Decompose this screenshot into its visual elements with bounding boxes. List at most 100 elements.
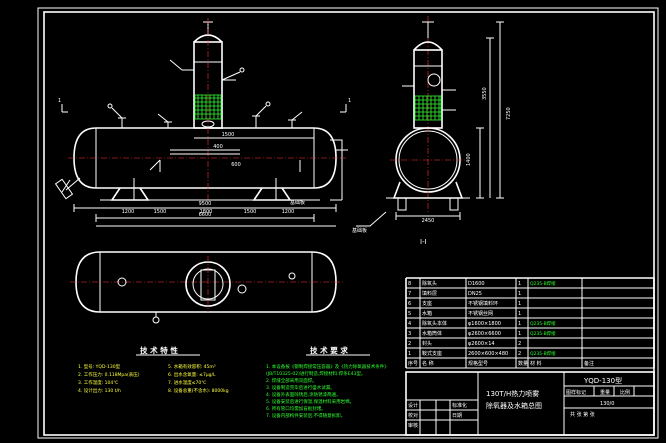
table-header-cell: 规格型号 xyxy=(468,360,488,367)
table-header-cell: 名 称 xyxy=(422,360,434,367)
dim-side-h1: 1400 xyxy=(466,153,472,166)
table-cell: Q235-B焊接 xyxy=(530,280,556,287)
dim-front-top: 1500 xyxy=(222,132,235,138)
tech-spec-item: 4. 设计出力: 130 t/h xyxy=(78,387,121,394)
table-cell: 除氧头本体 xyxy=(422,320,447,327)
section-mark-left-line xyxy=(61,104,68,113)
tank-nozzle-d xyxy=(164,121,172,128)
tech-spec-item: 3. 工作温度: 104℃ xyxy=(78,379,118,386)
table-cell: 除氧头 xyxy=(422,280,437,287)
side-column-head xyxy=(413,41,443,51)
saddle-right xyxy=(252,187,292,201)
side-anchor-right xyxy=(449,197,459,211)
tech-spec-item: 1. 型号: YQD-130型 xyxy=(78,363,121,370)
leader-marker xyxy=(107,103,113,109)
tech-req-title: 技 术 要 求 xyxy=(310,345,348,355)
tb-label-std: 标准化 xyxy=(452,402,467,409)
top-nozzle-c xyxy=(288,272,296,280)
table-header-cell: 数量 xyxy=(518,360,528,367)
dim-front-a: 6600 xyxy=(199,212,212,218)
tech-req-item: 4. 设备外表面除锈后,涂防锈漆两遍。 xyxy=(266,391,341,398)
tank-nozzle-b xyxy=(252,115,260,128)
table-cell: 1 xyxy=(518,291,521,297)
dim-front-total: 9500 xyxy=(199,201,212,207)
table-cell: φ2600×14 xyxy=(468,341,495,347)
tb-label-check: 校对 xyxy=(408,412,418,419)
table-cell: 4 xyxy=(408,321,411,327)
tech-req-item: (JB/T10325-02)进行制造,焊接材料:焊条E43型。 xyxy=(266,370,365,377)
saddle-left xyxy=(110,187,150,201)
table-cell: 2 xyxy=(518,341,521,347)
table-cell: 封头 xyxy=(422,340,432,347)
table-cell: 支座 xyxy=(422,300,432,307)
top-nozzle-d xyxy=(152,316,160,324)
top-nozzle-b xyxy=(237,284,247,294)
dim-front-inner2: 600 xyxy=(231,162,241,168)
dim-front-b4: 1500 xyxy=(244,209,257,215)
inner-border xyxy=(43,11,655,436)
tech-req-item: 6. 所有管口均需加盲板封堵。 xyxy=(266,405,326,412)
internal-pipe-risers xyxy=(159,160,301,172)
table-cell: 1 xyxy=(408,351,411,357)
table-cell: 不锈钢填料环 xyxy=(468,300,498,307)
title-block-frame xyxy=(405,371,655,436)
table-cell: 1 xyxy=(518,301,521,307)
top-nozzle-a xyxy=(117,277,127,287)
side-dim-h1 xyxy=(476,127,484,199)
table-cell: 1 xyxy=(518,321,521,327)
table-cell: Q235-B焊接 xyxy=(530,330,556,337)
table-cell: 8 xyxy=(408,281,411,287)
tb-label-design: 设计 xyxy=(408,402,418,409)
table-cell: φ1600×1800 xyxy=(468,321,501,327)
base-note-2: 基础板 xyxy=(352,227,367,234)
dim-front-b1: 1200 xyxy=(122,209,135,215)
dim-side-h3: 7250 xyxy=(506,107,512,120)
table-cell: 6 xyxy=(408,301,411,307)
tb-sheet: 共 张 第 张 xyxy=(570,411,595,418)
side-anchor-left xyxy=(397,197,407,211)
table-cell: 鞍式支座 xyxy=(422,350,442,357)
side-column xyxy=(413,49,443,129)
tech-req-item: 5. 设备安装后进行保温,保温材料采用岩棉。 xyxy=(266,398,354,405)
table-cell: 3 xyxy=(408,331,411,337)
side-nozzles xyxy=(402,85,456,111)
tech-req-list: 1. 本设备按《钢制焊接常压容器》及《热力除氧器技术条件》 (JB/T10325… xyxy=(266,363,389,419)
table-header-cell: 材 料 xyxy=(530,360,542,367)
tech-spec-item: 2. 工作压力: 0.118Mpa(表压) xyxy=(78,371,140,378)
tank-nozzle-a xyxy=(118,117,126,128)
side-manhole xyxy=(427,73,441,87)
table-cell: 2 xyxy=(408,341,411,347)
right-bracket xyxy=(330,139,343,201)
section-mark-right: 1 xyxy=(348,98,351,104)
side-dim-h2 xyxy=(486,37,494,198)
table-header-cell: 序号 xyxy=(408,360,418,367)
support-posts xyxy=(133,178,277,200)
table-cell: D1600 xyxy=(468,281,485,287)
side-dim-width xyxy=(395,212,461,220)
tech-spec-item: 7. 进水温度≤70℃ xyxy=(168,379,206,386)
leader-lines xyxy=(111,59,303,171)
tech-spec-list: 1. 型号: YQD-130型 2. 工作压力: 0.118Mpa(表压) 3.… xyxy=(78,363,229,394)
table-cell: 填料层 xyxy=(422,290,437,297)
leader-marker xyxy=(265,101,271,107)
tech-req-item: 2. 焊缝全部采用双面焊。 xyxy=(266,377,317,384)
tb-label-weight: 重量 xyxy=(600,389,610,396)
dim-front-b5: 1200 xyxy=(282,209,295,215)
title-line-2: 除氧器及水箱总图 xyxy=(486,401,542,410)
tech-spec-item: 6. 出水含氧量: ≤7μg/L xyxy=(168,371,216,378)
dim-front-b3: 1800 xyxy=(200,209,213,215)
dim-line-total xyxy=(73,204,337,212)
table-cell: 1 xyxy=(518,331,521,337)
table-cell: φ2600×6600 xyxy=(468,331,501,337)
model-no: YQD-130型 xyxy=(583,376,622,385)
table-cell: 7 xyxy=(408,291,411,297)
table-cell: 水箱筒体 xyxy=(422,330,442,337)
tech-req-item: 1. 本设备按《钢制焊接常压容器》及《热力除氧器技术条件》 xyxy=(266,363,389,370)
tech-req-item: 7. 设备内部构件安装后,不得随意拆卸。 xyxy=(266,412,345,419)
dim-line-a xyxy=(95,214,315,222)
table-cell: Q235-B焊接 xyxy=(530,350,556,357)
side-packing-mesh xyxy=(415,96,441,120)
title-line-1: 130T/H热力喷雾 xyxy=(486,389,539,398)
